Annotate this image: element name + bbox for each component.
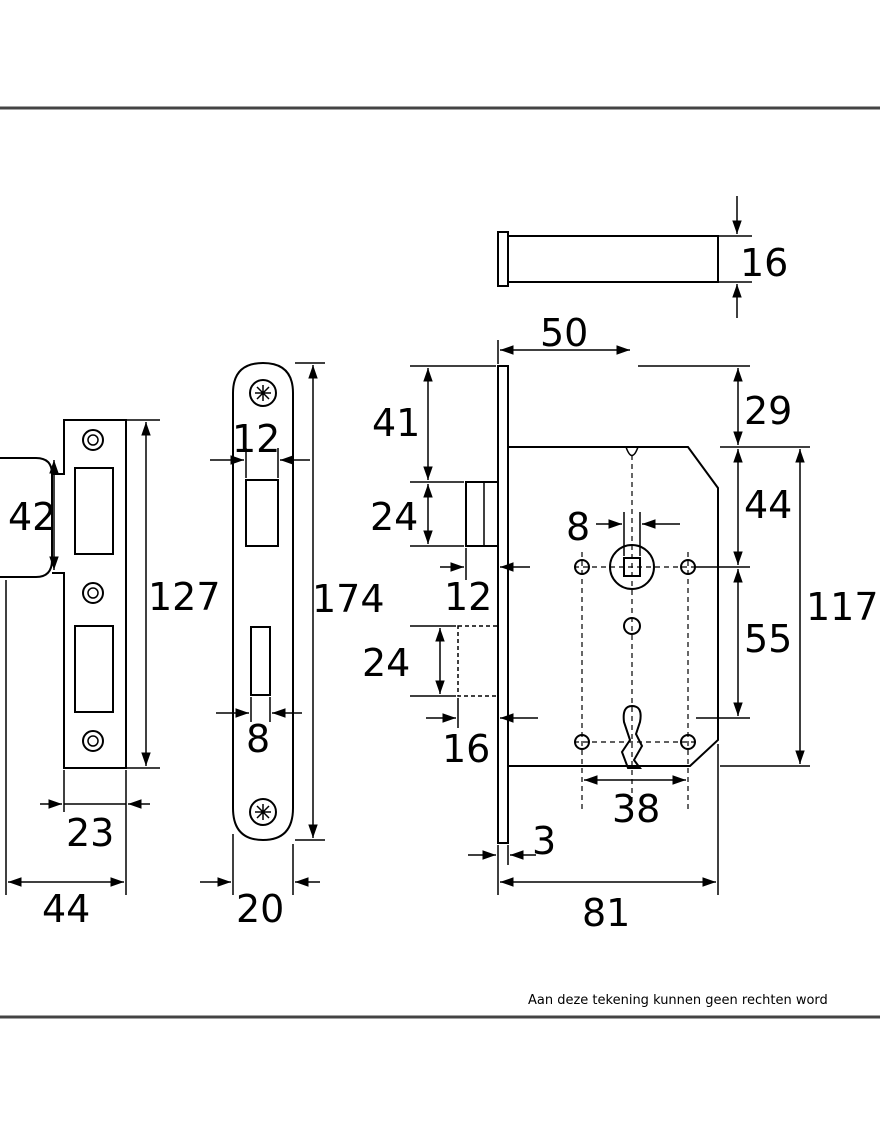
dim-16-pin: 16 [740,241,788,285]
strike-latch-opening [74,467,114,555]
lock-forend [497,365,509,844]
dim-81: 81 [582,891,630,935]
dim-3: 3 [532,819,556,863]
faceplate-screw-bottom [249,798,277,826]
lock-dimensions [410,340,810,895]
strike-bolt-opening [74,625,114,713]
strike-plate [0,419,127,769]
strike-screw-hole-bottom [82,730,104,752]
latch-bolt [465,481,499,547]
dim-24-latch: 24 [370,495,418,539]
dim-20: 20 [236,887,284,931]
dimension-labels: 42 127 23 44 12 174 8 20 16 50 41 24 12 … [8,241,879,935]
faceplate-dimensions [200,362,325,895]
dim-41: 41 [372,401,420,445]
dim-29: 29 [744,389,792,433]
dim-42: 42 [8,495,56,539]
disclaimer-text: Aan deze tekening kunnen geen rechten wo… [528,993,828,1008]
dead-bolt [457,625,499,697]
strike-screw-hole-top [82,429,104,451]
dim-44-lock: 44 [744,483,792,527]
dim-44-strike: 44 [42,887,90,931]
strike-dimensions [5,419,160,895]
dim-8-faceplate: 8 [246,717,270,761]
dim-55: 55 [744,617,792,661]
pin [497,196,752,318]
dim-16-lock: 16 [442,727,490,771]
dim-38: 38 [612,787,660,831]
faceplate-screw-top [249,379,277,407]
dim-127: 127 [148,575,221,619]
dim-12-lock: 12 [444,575,492,619]
dim-117: 117 [806,585,879,629]
faceplate-bolt-slot [250,626,271,696]
strike-screw-hole-middle [82,582,104,604]
lock-body [457,365,719,844]
dim-12-faceplate: 12 [232,417,280,461]
dim-8-spindle: 8 [566,505,590,549]
keyhole [620,704,644,769]
dim-23: 23 [66,811,114,855]
dim-50: 50 [540,311,588,355]
dim-24-bolt: 24 [362,641,410,685]
faceplate-latch-slot [245,479,279,547]
faceplate [232,361,294,842]
dim-174: 174 [312,577,385,621]
